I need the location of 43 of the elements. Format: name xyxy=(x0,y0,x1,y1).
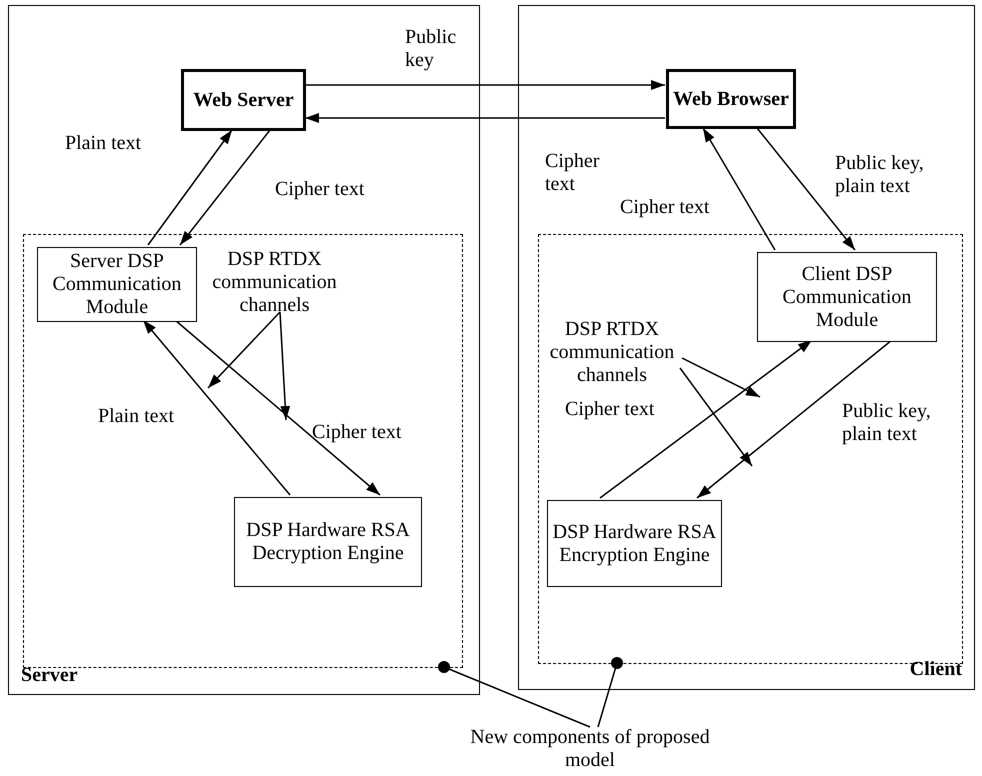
edge-label: Plain text xyxy=(65,132,142,155)
edge-label: Cipher text xyxy=(275,178,366,201)
region-box xyxy=(518,5,975,690)
module-box xyxy=(234,497,422,587)
edge-label: Cipher text xyxy=(565,398,656,421)
node-text: Web Browser xyxy=(673,88,789,110)
region-label: Client xyxy=(910,658,962,681)
arrow xyxy=(702,128,776,250)
module-box xyxy=(547,500,722,587)
node-text: New components of proposed model xyxy=(470,726,710,772)
node-text: DSP RTDX communication channels xyxy=(211,248,338,316)
module-box xyxy=(37,247,197,322)
arrow xyxy=(756,128,856,250)
module-box xyxy=(757,252,937,342)
component-box xyxy=(666,69,796,129)
pointer-arrow xyxy=(279,312,290,420)
node-text: DSP RTDX communication channels xyxy=(548,318,676,386)
edge-label: Cipher text xyxy=(312,421,402,444)
dashed-group-box xyxy=(23,234,463,668)
node-text: Server DSP Communication Module xyxy=(52,250,182,319)
edge-label: Cipher text xyxy=(545,150,600,196)
node-text: Client DSP Communication Module xyxy=(782,262,912,332)
edge-label: Public key, plain text xyxy=(835,152,925,198)
region-box xyxy=(8,5,480,695)
arrow xyxy=(305,80,665,90)
arrow xyxy=(179,130,271,246)
edge-label: Plain text xyxy=(98,405,176,428)
edge-label: Cipher text xyxy=(620,196,710,219)
node-text: Web Server xyxy=(193,88,294,112)
component-box xyxy=(181,69,306,131)
region-label: Server xyxy=(21,664,78,687)
pointer-arrow xyxy=(682,357,760,398)
edge-label: Public key, plain text xyxy=(842,400,932,446)
node-text: DSP Hardware RSA Decryption Engine xyxy=(245,519,411,565)
leader-line xyxy=(597,657,623,728)
leader-line xyxy=(438,661,590,728)
arrow xyxy=(305,113,665,123)
arrow xyxy=(147,130,233,246)
edge-label: Public key xyxy=(405,26,458,72)
node-text: DSP Hardware RSA Encryption Engine xyxy=(552,520,718,566)
pointer-arrow xyxy=(679,368,753,466)
arrow xyxy=(142,320,291,496)
pointer-arrow xyxy=(207,311,281,389)
